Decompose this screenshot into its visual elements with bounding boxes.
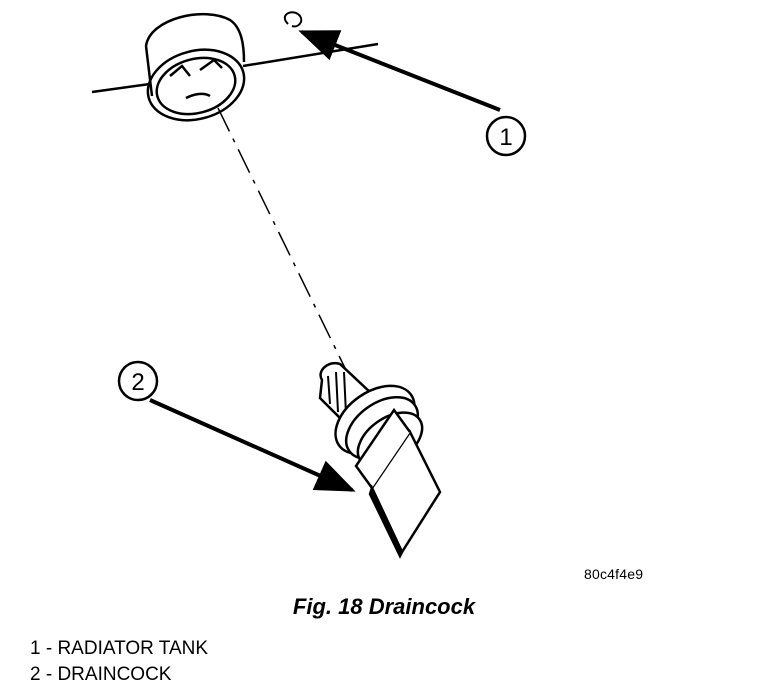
callout-2-arrow (149, 398, 356, 492)
callout-2-circle (117, 360, 159, 402)
callout-1-circle (485, 115, 527, 157)
callout-1-arrow (298, 30, 501, 112)
draincock-diagram: 1 2 (91, 11, 527, 559)
legend-item-2: 2 - DRAINCOCK (30, 664, 172, 685)
draincock (318, 361, 442, 559)
figure-code: 80c4f4e9 (584, 566, 644, 582)
alignment-centerline (217, 107, 346, 369)
figure-caption: Fig. 18 Draincock (292, 594, 476, 619)
radiator-tank (91, 11, 379, 122)
callout-2: 2 (117, 360, 356, 492)
callout-2-number: 2 (131, 369, 144, 396)
legend-item-1: 1 - RADIATOR TANK (30, 638, 209, 659)
callout-1-number: 1 (499, 124, 512, 151)
callout-1: 1 (298, 30, 527, 157)
legend: 1 - RADIATOR TANK 2 - DRAINCOCK (30, 636, 208, 688)
